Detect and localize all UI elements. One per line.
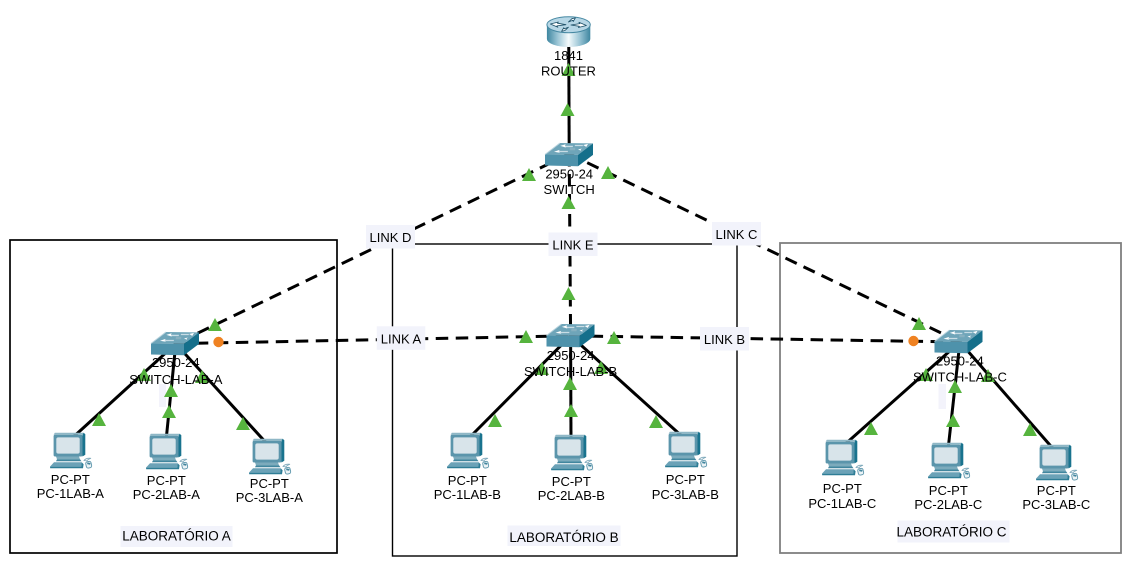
svg-text:2950-24: 2950-24 xyxy=(545,167,593,182)
svg-text:PC-PT: PC-PT xyxy=(666,472,705,487)
svg-text:PC-3LAB-B: PC-3LAB-B xyxy=(652,487,719,502)
svg-text:LINK C: LINK C xyxy=(716,227,758,242)
svg-text:LINK B: LINK B xyxy=(704,332,745,347)
svg-text:PC-2LAB-B: PC-2LAB-B xyxy=(538,488,605,503)
svg-text:PC-3LAB-A: PC-3LAB-A xyxy=(236,490,304,505)
svg-text:SWITCH-LAB-C: SWITCH-LAB-C xyxy=(913,370,1007,385)
svg-text:2950-24: 2950-24 xyxy=(936,354,984,369)
svg-text:PC-PT: PC-PT xyxy=(1037,483,1076,498)
svg-text:2950-24: 2950-24 xyxy=(152,355,200,370)
svg-text:PC-1LAB-B: PC-1LAB-B xyxy=(434,487,501,502)
svg-text:PC-PT: PC-PT xyxy=(929,483,968,498)
svg-text:PC-PT: PC-PT xyxy=(448,473,487,488)
svg-text:PC-1LAB-A: PC-1LAB-A xyxy=(37,486,105,501)
svg-text:SWITCH-LAB-A: SWITCH-LAB-A xyxy=(129,372,223,387)
svg-text:PC-PT: PC-PT xyxy=(51,472,90,487)
svg-text:LABORATÓRIO B: LABORATÓRIO B xyxy=(509,530,618,545)
svg-text:PC-2LAB-A: PC-2LAB-A xyxy=(133,487,201,502)
svg-text:PC-2LAB-C: PC-2LAB-C xyxy=(914,497,982,512)
svg-text:PC-PT: PC-PT xyxy=(250,476,289,491)
svg-text:2950-24: 2950-24 xyxy=(547,348,595,363)
svg-text:PC-PT: PC-PT xyxy=(147,473,186,488)
svg-text:LABORATÓRIO A: LABORATÓRIO A xyxy=(122,529,231,544)
svg-text:LINK D: LINK D xyxy=(370,230,412,245)
svg-text:1841: 1841 xyxy=(554,48,583,63)
svg-text:SWITCH: SWITCH xyxy=(544,182,595,197)
svg-text:LINK E: LINK E xyxy=(552,238,594,253)
svg-text:PC-PT: PC-PT xyxy=(823,481,862,496)
svg-text:SWITCH-LAB-B: SWITCH-LAB-B xyxy=(524,364,617,379)
svg-text:ROUTER: ROUTER xyxy=(541,64,596,79)
svg-text:LABORATÓRIO C: LABORATÓRIO C xyxy=(896,525,1006,540)
svg-text:PC-1LAB-C: PC-1LAB-C xyxy=(808,496,876,511)
svg-text:PC-PT: PC-PT xyxy=(552,474,591,489)
svg-text:LINK A: LINK A xyxy=(381,332,422,347)
svg-text:PC-3LAB-C: PC-3LAB-C xyxy=(1022,497,1090,512)
